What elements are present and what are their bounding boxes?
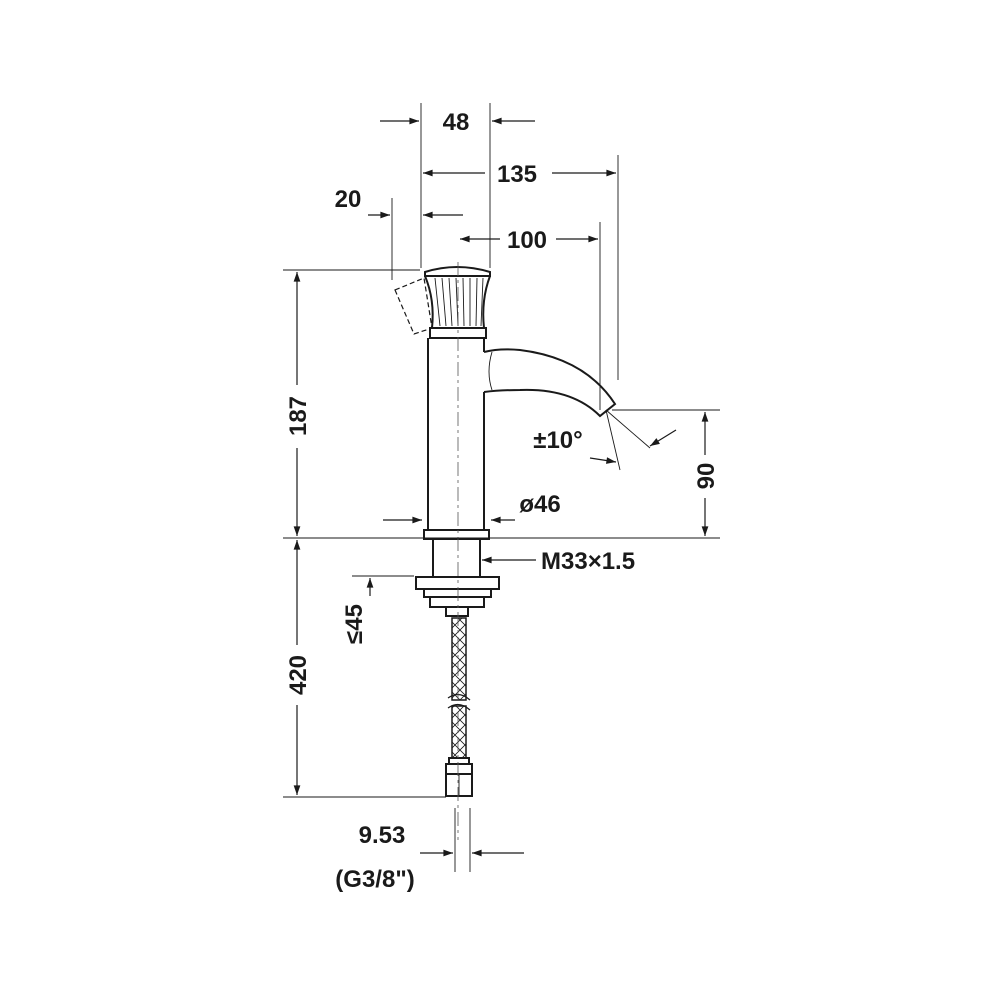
nut-upper <box>423 588 492 598</box>
washer <box>415 576 500 590</box>
dim-hose-thread-label: (G3/8") <box>335 866 414 893</box>
hose-end-nut-upper <box>445 763 473 775</box>
hose-break-bottom <box>447 703 471 711</box>
dim-420-label: 420 <box>285 655 312 695</box>
dim-187-label: 187 <box>285 396 312 436</box>
dimension-labels: 48 135 20 100 187 ±10° ø46 90 M33×1.5 ≤4… <box>285 109 720 893</box>
handle-cap <box>424 266 491 277</box>
dim-angle-label: ±10° <box>533 427 582 454</box>
hose-break-top <box>447 693 471 701</box>
spout-joint <box>488 351 493 391</box>
dim-90-label: 90 <box>693 463 720 490</box>
faucet-outline <box>394 266 617 797</box>
spout <box>483 348 617 418</box>
dim-135-label: 135 <box>497 161 537 188</box>
hose-lower <box>451 705 467 759</box>
dim-hose-size-label: 9.53 <box>359 822 406 849</box>
dimension-lines <box>283 103 720 872</box>
handle-flutes <box>434 277 484 327</box>
dim-max45-label: ≤45 <box>341 604 368 644</box>
dim-100-label: 100 <box>507 227 547 254</box>
dim-20-label: 20 <box>335 186 362 213</box>
hose-upper <box>451 617 467 701</box>
handle-rotated-ghost <box>394 277 433 335</box>
dim-diameter-label: ø46 <box>519 491 560 518</box>
hose-connector <box>445 606 469 617</box>
dim-48-label: 48 <box>443 109 470 136</box>
dim-thread-label: M33×1.5 <box>541 548 635 575</box>
nut-lower <box>429 596 485 608</box>
shank <box>432 538 481 578</box>
